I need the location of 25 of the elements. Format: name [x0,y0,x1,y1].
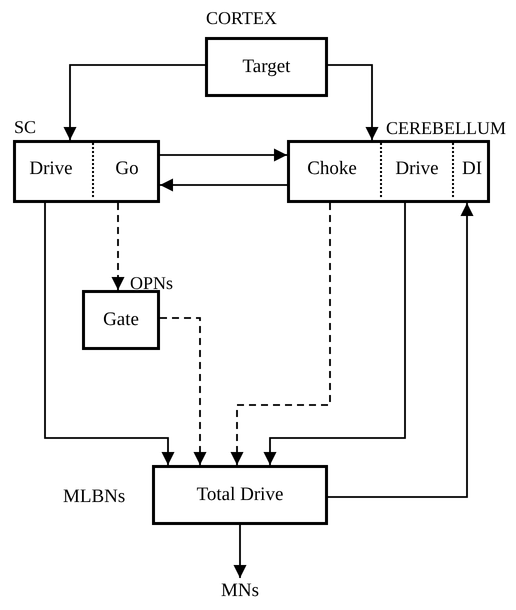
arrow [234,525,246,578]
arrow [160,317,206,465]
arrow [64,64,205,140]
node-label: Drive [28,158,74,180]
node-label: Gate [102,309,140,331]
node-label: Target [242,56,292,78]
arrow [112,203,124,290]
region-label: OPNs [130,273,174,294]
arrow [230,203,331,465]
node-label: Choke [306,158,358,180]
node-label: DI [460,158,484,180]
node-label: Go [114,158,140,180]
arrow [264,203,406,465]
arrow [328,203,474,498]
arrow [160,148,287,162]
arrow [44,203,174,465]
region-label: CEREBELLUM [386,118,506,139]
region-label: CORTEX [206,8,277,29]
node-label: Drive [394,158,440,180]
arrow [328,64,378,140]
arrow [160,178,287,192]
region-label: SC [14,117,36,138]
region-label: MLBNs [63,486,126,508]
node-label: Total Drive [196,484,284,506]
output-label: MNs [220,580,260,602]
